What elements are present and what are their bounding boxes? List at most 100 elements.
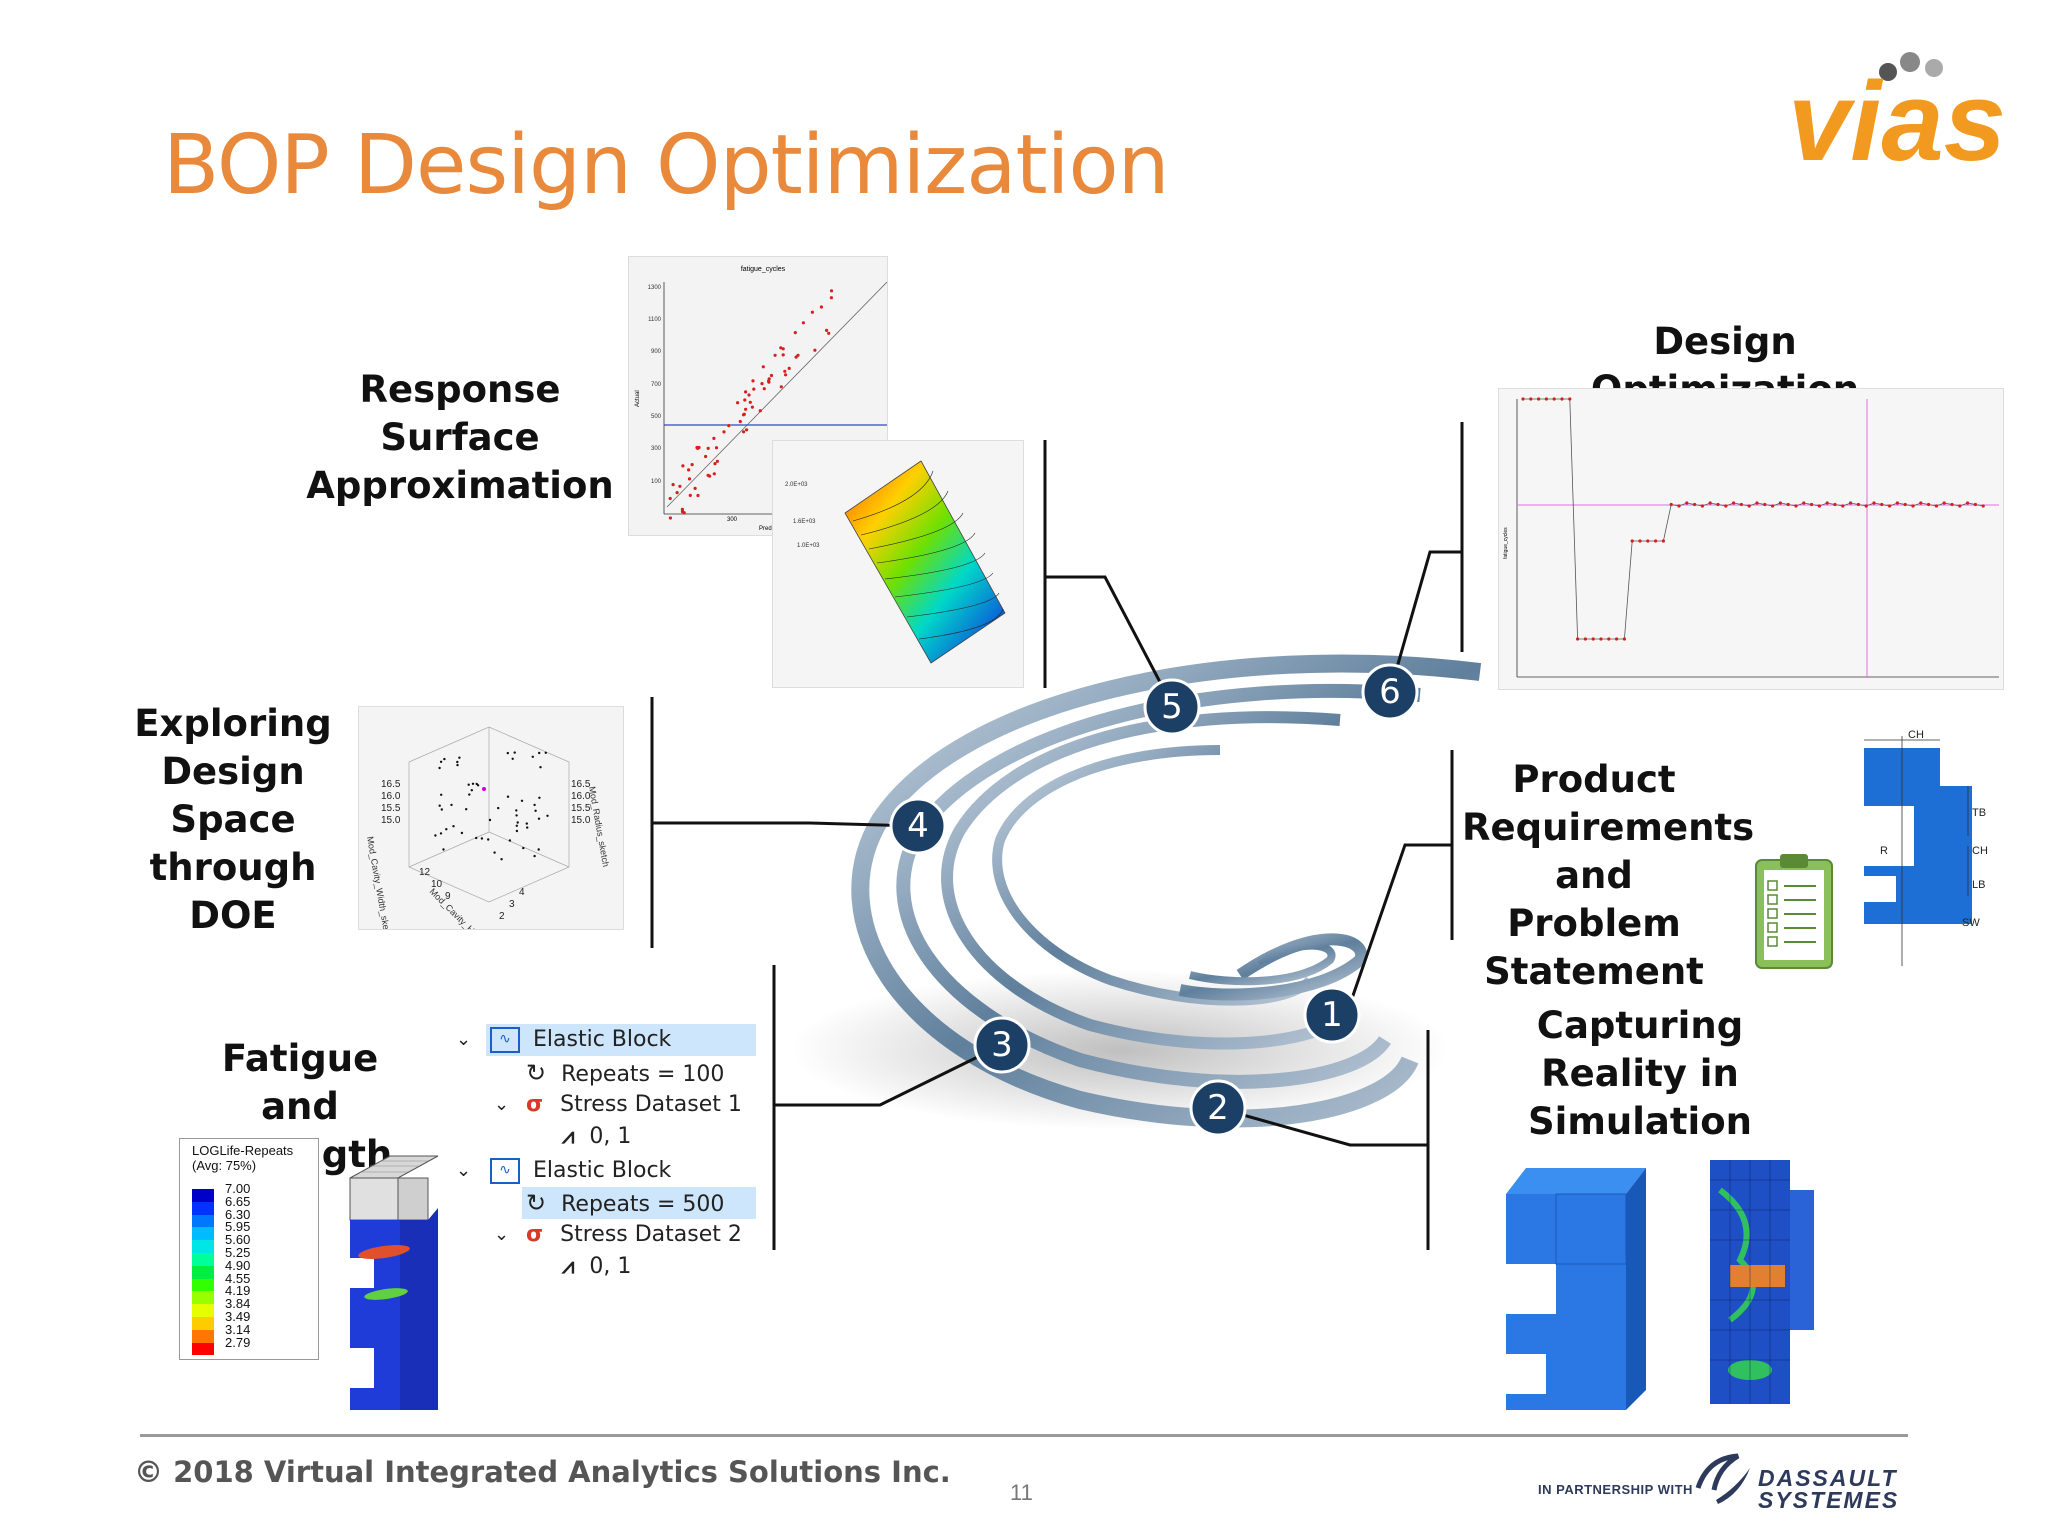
doe-point bbox=[538, 751, 541, 755]
doe-point bbox=[513, 751, 516, 754]
doe-point bbox=[458, 756, 461, 759]
scatter-point bbox=[829, 296, 833, 300]
step-2[interactable]: 2 bbox=[1189, 1079, 1247, 1137]
step-3[interactable]: 3 bbox=[973, 1016, 1031, 1074]
response-surface bbox=[844, 460, 1006, 664]
opt-point bbox=[1825, 501, 1829, 505]
doe-point bbox=[516, 821, 519, 824]
scatter-point bbox=[743, 398, 747, 402]
simulation-model-mesh bbox=[1710, 1160, 1814, 1404]
legend-value: 3.49 bbox=[225, 1309, 251, 1324]
doe-point bbox=[488, 818, 492, 822]
step-6[interactable]: 6 bbox=[1361, 663, 1419, 721]
scatter-point bbox=[678, 484, 682, 488]
svg-text:700: 700 bbox=[651, 382, 662, 388]
legend-value: 3.14 bbox=[225, 1321, 251, 1337]
scatter-point bbox=[668, 496, 672, 501]
tree-item-elastic-block-1[interactable]: ⌄ ∿ Elastic Block bbox=[456, 1024, 756, 1056]
chevron-down-icon[interactable]: ⌄ bbox=[456, 1160, 472, 1181]
tree-item-repeats-500[interactable]: ↻ Repeats = 500 bbox=[522, 1187, 756, 1219]
svg-text:100: 100 bbox=[651, 479, 662, 485]
doe-point bbox=[537, 848, 540, 851]
scatter-point bbox=[713, 462, 717, 466]
svg-text:2.0E+03: 2.0E+03 bbox=[785, 482, 808, 488]
opt-point bbox=[1966, 501, 1970, 505]
opt-point bbox=[1958, 504, 1962, 508]
step-4[interactable]: 4 bbox=[889, 797, 947, 855]
clipboard-icon bbox=[1755, 854, 1833, 969]
legend-value: 4.55 bbox=[225, 1270, 251, 1286]
doe-point bbox=[508, 839, 512, 842]
tree-item-curve-1[interactable]: ⩘ 0, 1 bbox=[562, 1124, 632, 1149]
scatter-point bbox=[744, 407, 748, 411]
tree-item-stress-dataset-2[interactable]: ⌄ σ Stress Dataset 2 bbox=[494, 1219, 742, 1251]
opt-point bbox=[1591, 637, 1595, 641]
svg-text:900: 900 bbox=[651, 349, 662, 355]
dassault-logo-icon bbox=[1695, 1453, 1750, 1504]
dim-label: R bbox=[1880, 845, 1888, 857]
doe-point bbox=[456, 760, 459, 764]
svg-text:5: 5 bbox=[1161, 687, 1183, 727]
scatter-point bbox=[810, 310, 814, 314]
legend-swatch bbox=[192, 1227, 214, 1241]
opt-point bbox=[1537, 397, 1541, 401]
tree-item-curve-2[interactable]: ⩘ 0, 1 bbox=[562, 1254, 632, 1279]
page-number: 11 bbox=[1010, 1480, 1033, 1505]
doe-axis-label: Mod_Radius_sketch bbox=[587, 786, 611, 868]
scatter-point bbox=[742, 430, 746, 434]
opt-point bbox=[1560, 397, 1564, 401]
legend-value: 6.30 bbox=[225, 1206, 251, 1222]
label-product-requirements: Product Requirements and Problem Stateme… bbox=[1462, 758, 1755, 993]
scatter-point bbox=[696, 493, 700, 498]
legend-value: 4.90 bbox=[225, 1257, 251, 1273]
doe-point bbox=[534, 809, 537, 812]
chevron-down-icon[interactable]: ⌄ bbox=[494, 1094, 510, 1115]
opt-point bbox=[1622, 637, 1626, 641]
connector-lines bbox=[650, 422, 1464, 1250]
doe-point bbox=[460, 831, 464, 835]
simulation-model-plain bbox=[1506, 1168, 1646, 1410]
scatter-point bbox=[787, 366, 791, 370]
scatter-point bbox=[744, 390, 748, 394]
scatter-point bbox=[751, 379, 755, 383]
doe-point bbox=[493, 851, 496, 854]
opt-point bbox=[1724, 504, 1728, 508]
opt-point bbox=[1950, 502, 1954, 507]
chevron-down-icon[interactable]: ⌄ bbox=[456, 1029, 472, 1050]
doe-point bbox=[539, 766, 542, 769]
step-1[interactable]: 1 bbox=[1303, 986, 1361, 1044]
opt-point bbox=[1747, 504, 1751, 508]
repeat-icon: ↻ bbox=[526, 1189, 547, 1217]
tree-item-elastic-block-2[interactable]: ⌄ ∿ Elastic Block bbox=[456, 1155, 671, 1187]
tree-item-stress-dataset-1[interactable]: ⌄ σ Stress Dataset 1 bbox=[494, 1089, 742, 1121]
doe-point bbox=[467, 783, 470, 786]
tree-item-repeats-100[interactable]: ↻ Repeats = 100 bbox=[526, 1059, 725, 1087]
opt-point bbox=[1638, 539, 1642, 543]
doe-point bbox=[438, 804, 441, 807]
scatter-point bbox=[747, 393, 751, 397]
opt-point bbox=[1646, 539, 1650, 543]
doe-point bbox=[443, 757, 446, 761]
scatter-point bbox=[783, 369, 787, 373]
doe-points bbox=[434, 751, 549, 861]
scatter-point bbox=[773, 353, 777, 357]
dataset-icon: σ bbox=[526, 1222, 544, 1247]
scatter-point bbox=[794, 355, 798, 359]
step-5[interactable]: 5 bbox=[1143, 678, 1201, 736]
doe-axis-label: Mod_Cavity_Width_sketch bbox=[365, 836, 393, 929]
opt-point bbox=[1771, 504, 1775, 508]
svg-text:1100: 1100 bbox=[648, 317, 662, 323]
doe-point bbox=[525, 822, 528, 825]
opt-point bbox=[1856, 502, 1860, 507]
svg-text:16.0: 16.0 bbox=[571, 791, 591, 802]
chevron-down-icon[interactable]: ⌄ bbox=[494, 1224, 510, 1245]
opt-point bbox=[1919, 501, 1923, 505]
waveform-icon: ∿ bbox=[490, 1027, 520, 1053]
scatter-point bbox=[801, 321, 805, 325]
partner-text: IN PARTNERSHIP WITH bbox=[1538, 1482, 1693, 1497]
svg-text:2: 2 bbox=[1207, 1088, 1229, 1128]
opt-point bbox=[1552, 397, 1556, 401]
doe-point bbox=[538, 796, 541, 799]
opt-point bbox=[1911, 504, 1915, 508]
